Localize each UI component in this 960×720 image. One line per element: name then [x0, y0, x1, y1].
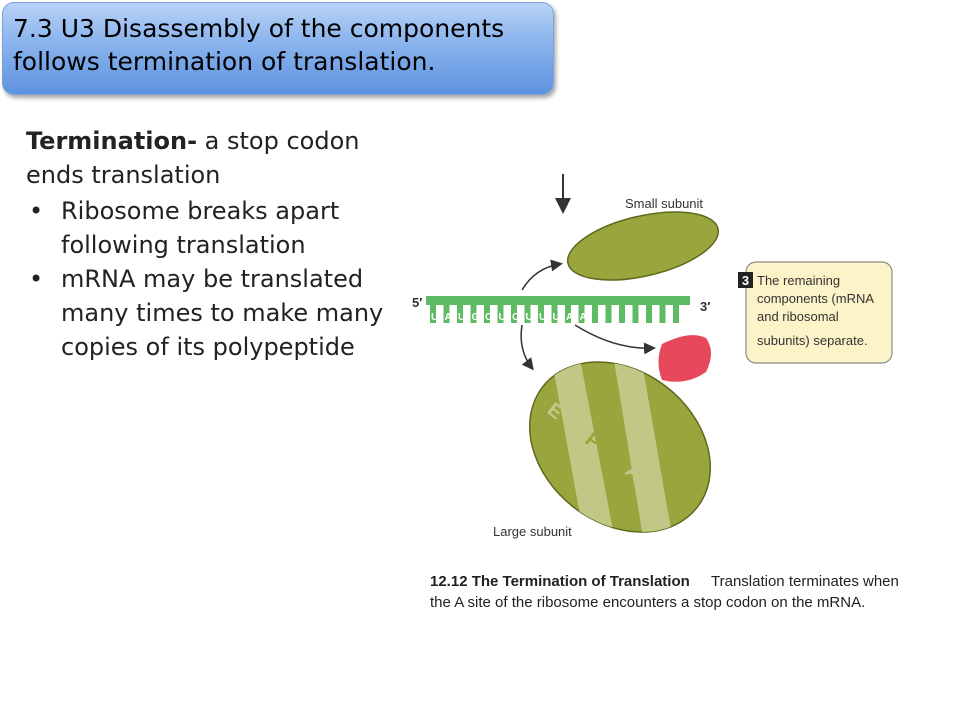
mrna-tooth — [538, 303, 544, 323]
large-subunit: E P A T — [528, 328, 712, 568]
mrna-tooth — [592, 303, 598, 323]
released-polypeptide — [658, 335, 711, 382]
title-line-1: 7.3 U3 Disassembly of the components — [13, 14, 505, 43]
mrna-tooth — [659, 303, 666, 323]
figure-caption: 12.12 The Termination of Translation Tra… — [430, 573, 899, 611]
mrna-tooth — [457, 303, 463, 323]
step-3-callout: 3 The remaining components (mRNA and rib… — [738, 261, 893, 364]
bullet-text-line: following translation — [61, 231, 306, 259]
codon-letter: U — [499, 312, 506, 323]
bullet-text-line: mRNA may be translated — [61, 265, 364, 293]
lead-paragraph: Termination- a stop codon ends translati… — [26, 124, 411, 192]
curved-arrow-right — [574, 324, 656, 355]
step-text-line: subunits) separate. — [757, 333, 868, 348]
codon-letter: C — [512, 312, 519, 323]
mrna-tooth — [484, 303, 490, 323]
binding-site-stripes — [550, 328, 676, 568]
lead-text: a stop codon — [197, 127, 360, 155]
bullet-text-line: Ribosome breaks apart — [61, 197, 340, 225]
codon-letter: U — [539, 312, 546, 323]
body-text: Termination- a stop codon ends translati… — [26, 124, 411, 364]
mrna-tooth — [524, 303, 531, 323]
mrna-tooth — [443, 303, 450, 323]
mrna-tooth — [578, 303, 585, 323]
codon-letter: U — [458, 312, 465, 323]
step-text-line: The remaining — [757, 273, 840, 288]
codon-letter: C — [485, 312, 492, 323]
three-prime-label: 3′ — [700, 299, 710, 314]
bullet-text-line: many times to make many — [61, 299, 384, 327]
codon-letter: U — [553, 312, 560, 323]
codon-letter: U — [526, 312, 533, 323]
bullet-item: • Ribosome breaks apart following transl… — [26, 194, 411, 262]
bullet-item: • mRNA may be translated many times to m… — [26, 262, 411, 364]
title-line-2: follows termination of translation. — [13, 47, 436, 76]
curved-arrow-up — [521, 259, 563, 291]
caption-text-line: the A site of the ribosome encounters a … — [430, 594, 865, 611]
large-subunit-label: Large subunit — [493, 524, 572, 539]
codon-letter: A — [445, 312, 452, 323]
mrna-tooth — [511, 303, 517, 323]
mrna-tooth — [646, 303, 652, 323]
mrna-tooth — [497, 303, 504, 323]
bullet-marker: • — [29, 265, 44, 293]
codon-letter: G — [472, 312, 480, 323]
title-banner: 7.3 U3 Disassembly of the components fol… — [2, 2, 554, 95]
codon-letter: A — [580, 312, 587, 323]
bullet-marker: • — [29, 197, 44, 225]
curved-arrow-down — [520, 324, 534, 371]
mrna-tooth — [430, 303, 436, 323]
step-number: 3 — [742, 273, 749, 288]
step-text-line: components (mRNA — [757, 291, 874, 306]
mrna-tooth — [605, 303, 612, 323]
mrna-backbone-teeth — [430, 303, 679, 323]
mrna-tooth — [565, 303, 571, 323]
lead-text-line2: ends translation — [26, 161, 221, 189]
codon-letter: A — [566, 312, 573, 323]
small-subunit-label: Small subunit — [625, 196, 703, 211]
bullet-text-line: copies of its polypeptide — [61, 333, 355, 361]
step-text-line: and ribosomal — [757, 309, 839, 324]
mrna-tooth — [470, 303, 477, 323]
mrna-tooth — [632, 303, 639, 323]
mrna-tooth — [619, 303, 625, 323]
bullet-list: • Ribosome breaks apart following transl… — [26, 194, 411, 364]
mrna-tooth — [673, 303, 679, 323]
caption-text-line: Translation terminates when — [711, 573, 899, 590]
codon-letter: U — [431, 312, 438, 323]
step-number-badge — [738, 272, 753, 288]
five-prime-label: 5′ — [412, 295, 422, 310]
small-subunit — [566, 211, 720, 281]
lead-term: Termination- — [26, 127, 198, 155]
mrna-tooth — [551, 303, 558, 323]
caption-title: 12.12 The Termination of Translation — [430, 573, 690, 590]
